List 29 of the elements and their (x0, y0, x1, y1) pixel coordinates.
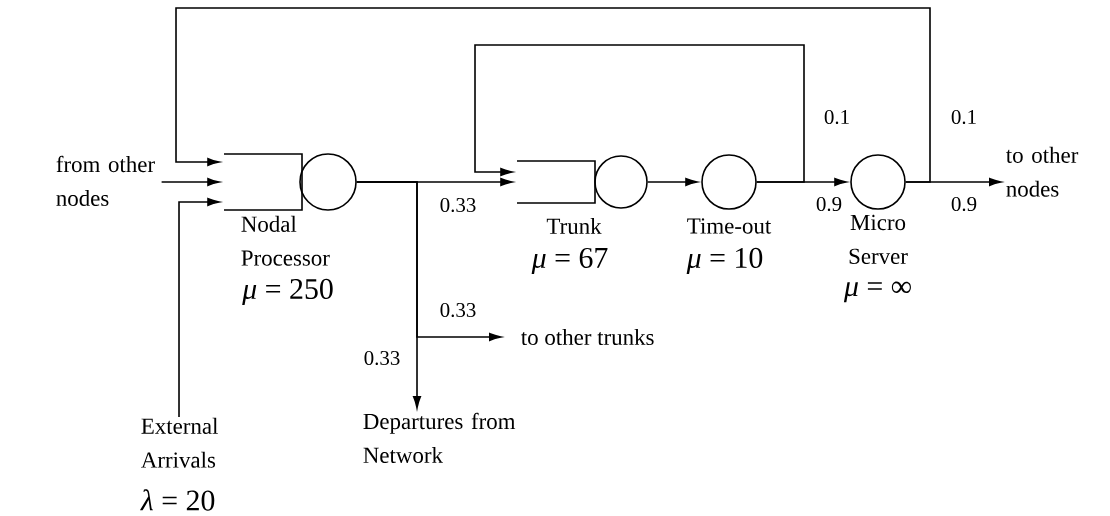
edge-label: 0.1 (951, 109, 976, 125)
edge-label: 0.9 (816, 196, 842, 212)
edge-label: 0.33 (440, 302, 476, 318)
text-label: Nodal Processor (241, 215, 330, 266)
edge-label: 0.9 (951, 196, 977, 212)
arrow (647, 177, 698, 187)
edge-label: 0.33 (364, 350, 400, 366)
text-label: Time-out (687, 218, 772, 234)
text-label: to other nodes (1006, 146, 1079, 197)
arrow (175, 7, 931, 183)
arrow (756, 177, 847, 187)
arrow (356, 181, 422, 409)
text-label: Micro Server (849, 214, 908, 265)
rate-label: μ = 250 (242, 278, 333, 306)
arrow (905, 177, 1002, 187)
text-label: Trunk (546, 217, 602, 235)
text-label: to other trunks (521, 328, 654, 346)
text-label: External Arrivals (141, 417, 218, 468)
arrow (474, 44, 805, 183)
rate-label: μ = ∞ (843, 281, 911, 303)
rate-label: λ = 20 (140, 489, 215, 511)
edge-label: 0.1 (824, 109, 849, 125)
rate-label: μ = 67 (531, 247, 608, 275)
arrow (178, 197, 220, 418)
edge-label: 0.33 (440, 197, 476, 213)
arrow (160, 177, 220, 187)
text-label: Departures from Network (363, 412, 516, 463)
rate-label: μ = 10 (686, 247, 763, 275)
text-label: from other nodes (56, 155, 155, 206)
